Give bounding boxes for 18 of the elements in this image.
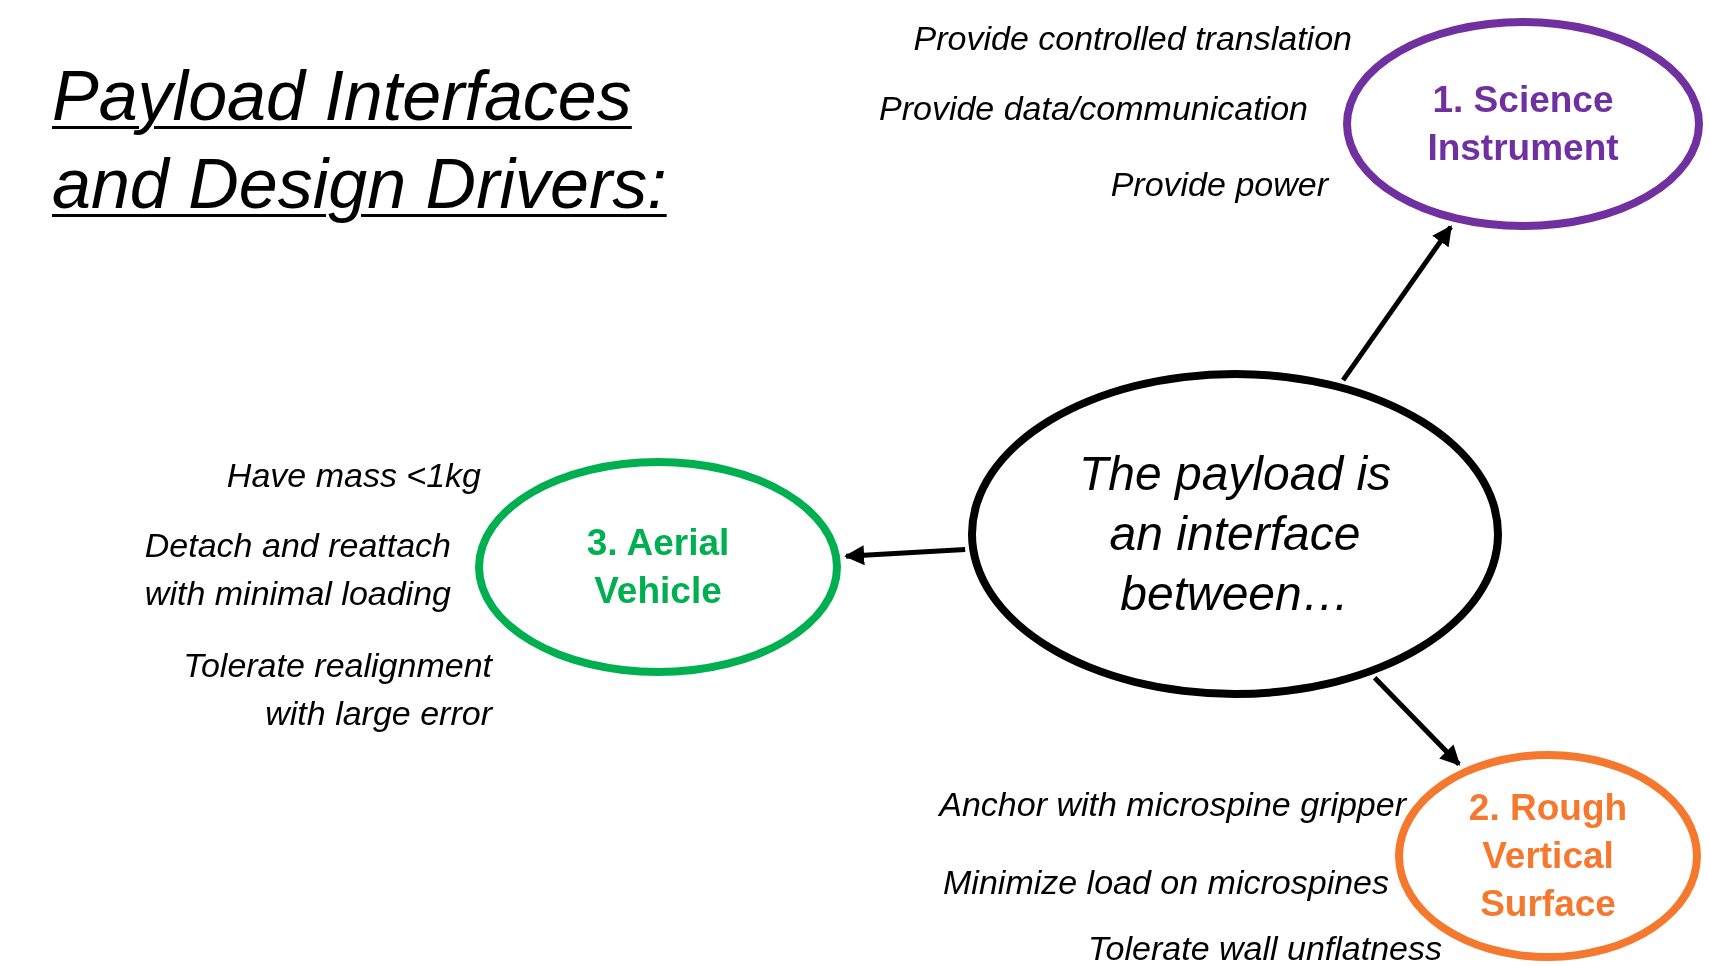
requirement-text: Minimize load on microspines bbox=[942, 862, 1389, 903]
requirement-text: Tolerate wall unflatness bbox=[1086, 928, 1442, 966]
requirement-text: Provide data/communication bbox=[878, 88, 1308, 129]
node-label: The payload is an interface between… bbox=[1077, 446, 1393, 622]
requirement-text: Detach and reattach with minimal loading bbox=[143, 525, 451, 614]
requirement-text: Tolerate realignment with large error bbox=[182, 645, 492, 734]
arrow bbox=[844, 545, 966, 566]
node-label: 2. Rough Vertical Surface bbox=[1467, 785, 1629, 927]
ellipse-node bbox=[968, 370, 1502, 698]
title: Payload Interfaces and Design Drivers: bbox=[52, 56, 668, 225]
requirement-text: Provide controlled translation bbox=[912, 18, 1352, 59]
requirement-text: Have mass <1kg bbox=[225, 455, 481, 496]
requirement-text: Anchor with microspine gripper bbox=[937, 784, 1406, 825]
node-label: 3. Aerial Vehicle bbox=[585, 520, 731, 613]
arrow bbox=[1372, 675, 1461, 767]
requirement-text: Provide power bbox=[1109, 164, 1328, 205]
node-label: 1. Science Instrument bbox=[1426, 77, 1620, 170]
arrow bbox=[1341, 225, 1453, 382]
